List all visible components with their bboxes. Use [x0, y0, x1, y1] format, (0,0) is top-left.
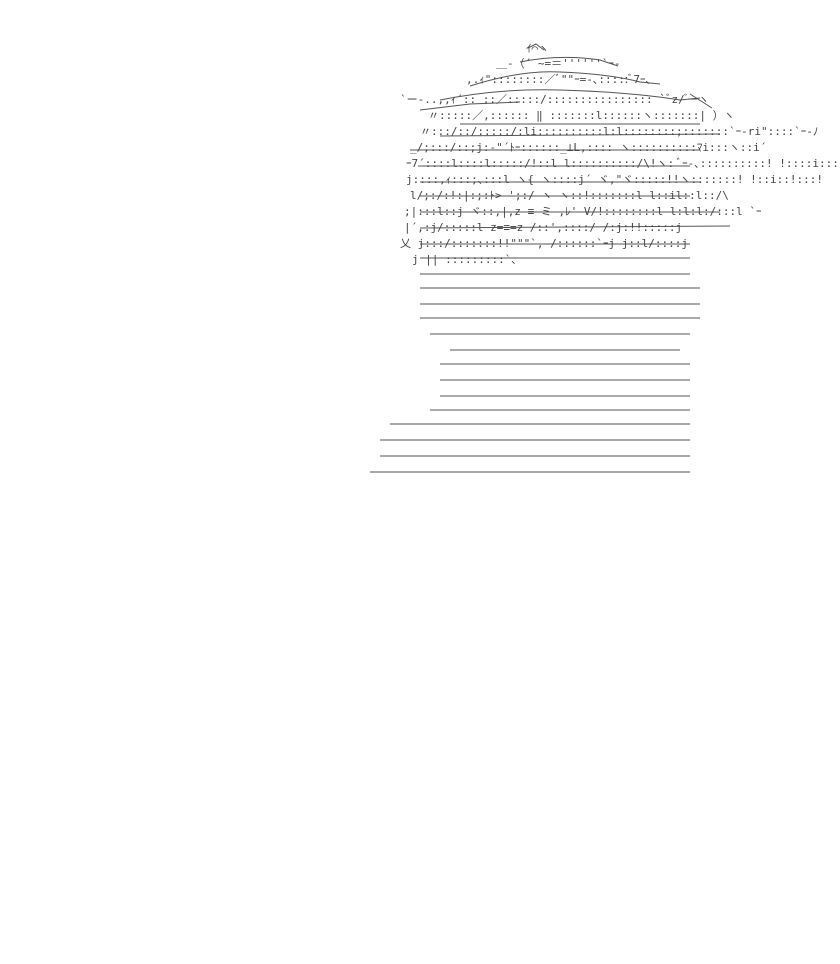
svg-text:〃:::/::/:::::/:li::::::::::l:l: 〃:::/::/:::::/:li::::::::::l:l::::::::;:… — [420, 125, 818, 138]
svg-text:ｰ7´::::l::::l:::::/!::l l:::::: ｰ7´::::l::::l:::::/!::l l::::::::::/\!ヽ:… — [406, 157, 840, 170]
svg-text:＿-（´ ~=＝''''''`ｰ-: ＿-（´ ~=＝''''''`ｰ- — [496, 57, 621, 70]
svg-text:,.ｨ"::::::::／ﾞ""ｰ=-､:::::ﾞ7ｰ､: ,.ｨ"::::::::／ﾞ""ｰ=-､:::::ﾞ7ｰ､ — [466, 73, 651, 86]
svg-text:;|:::l::j ヾ::,|,z ≡ ミ ,ﾚ': ;|:::l::j ヾ::,|,z ≡ ミ ,ﾚ' V/!::::::::l l… — [404, 205, 762, 218]
svg-text:乂 j:::/:::::::!!"""`,: 乂 j:::/:::::::!!"""`, /::::::`ｰj j::l/::… — [400, 237, 688, 250]
top-figure-glyphs: ｲ⌒ヽ ＿-（´ ~=＝''''''`ｰ- ,.ｨ"::::::::／ﾞ""ｰ=… — [400, 42, 840, 266]
svg-text:〃:::::／,:::::: ‖ :::::::l:::::: 〃:::::／,:::::: ‖ :::::::l::::::ヽ:::::::|… — [428, 109, 735, 122]
svg-text:`ー-..,,ｨ´:: ::／:::::/:::::::::: `ー-..,,ｨ´:: ::／:::::/:::::::::::::::: `ﾞ… — [400, 92, 709, 106]
top-figure-ascii-art — [370, 43, 731, 473]
svg-text:j || :::::::::`､: j || :::::::::`､ — [412, 253, 517, 266]
svg-text:_/;:::/::;j:-"´ﾄｰ::::::_⊥L,:::: _/;:::/::;j:-"´ﾄｰ::::::_⊥L,:::: ヽ:::::::… — [410, 141, 766, 154]
svg-text:l/;:/:!:|:;:ﾄ> ';:/ ヽ ヽ: l/;:/:!:|:;:ﾄ> ';:/ ヽ ヽ::!:::::::l l::il… — [410, 189, 729, 202]
svg-text:j::::,ｨ:::;､:::l ヽ{ ヽ::::j´ ヾ,: j::::,ｨ:::;､:::l ヽ{ ヽ::::j´ ヾ,"ヾ:::::!!ヽ… — [406, 173, 823, 186]
svg-text:|´,:j/:::::l z=≡=: |´,:j/:::::l z=≡=z /::',::::/ /:j:!!::::… — [404, 221, 682, 234]
svg-text:ｲ⌒ヽ: ｲ⌒ヽ — [526, 42, 549, 55]
